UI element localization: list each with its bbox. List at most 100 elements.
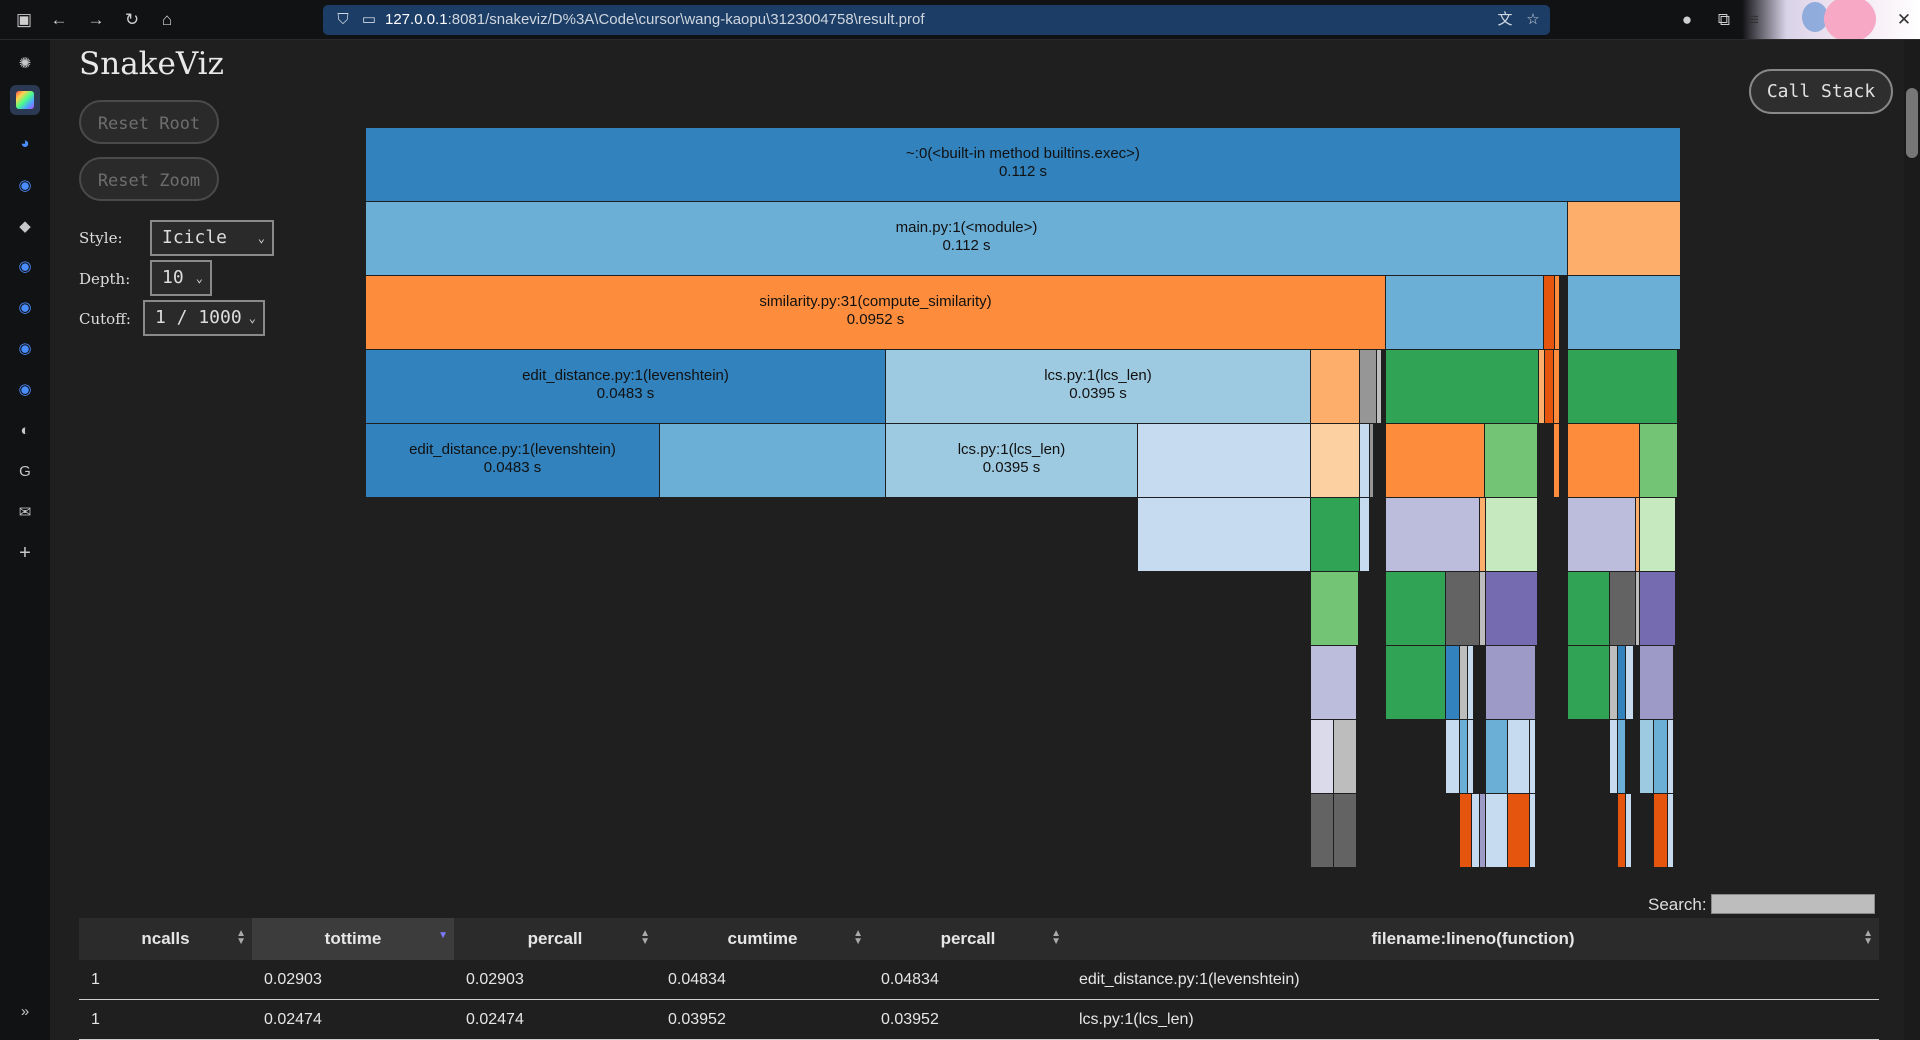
icicle-block[interactable] [1530, 794, 1536, 868]
icicle-block[interactable] [1640, 572, 1676, 646]
icicle-block[interactable] [1508, 720, 1530, 794]
icicle-block[interactable] [1568, 646, 1610, 720]
icicle-block[interactable] [1568, 350, 1678, 424]
icicle-block[interactable] [1640, 646, 1674, 720]
icicle-block[interactable] [1460, 794, 1472, 868]
reset-zoom-button[interactable]: Reset Zoom [79, 157, 219, 201]
table-row[interactable]: 1 0.02474 0.02474 0.03952 0.03952 lcs.py… [79, 999, 1879, 1040]
icicle-block[interactable] [1472, 794, 1480, 868]
icicle-block[interactable] [1370, 424, 1374, 498]
page-scrollbar[interactable] [1904, 40, 1920, 1040]
github-icon[interactable]: ◐ [20, 422, 30, 439]
icicle-block[interactable] [1468, 720, 1474, 794]
icicle-block[interactable] [1568, 202, 1681, 276]
icicle-block[interactable]: main.py:1(<module>)0.112 s [366, 202, 1568, 276]
icicle-block[interactable] [1486, 498, 1538, 572]
icicle-block[interactable] [1311, 350, 1360, 424]
icicle-block[interactable] [1618, 646, 1626, 720]
extensions-icon[interactable]: ⧉ [1717, 10, 1731, 29]
icicle-block[interactable] [1555, 276, 1560, 350]
icicle-block[interactable] [1545, 350, 1554, 424]
col-cumtime-header[interactable]: cumtime▲▼ [656, 918, 869, 960]
icicle-block[interactable] [1568, 276, 1681, 350]
favorite-star-icon[interactable]: ☆ [1526, 11, 1540, 28]
icicle-block[interactable] [1311, 424, 1360, 498]
icicle-block[interactable] [1480, 572, 1486, 646]
icicle-block[interactable] [1311, 646, 1357, 720]
chatgpt-icon[interactable]: ✺ [18, 55, 32, 72]
icicle-block[interactable] [1468, 646, 1474, 720]
icicle-block[interactable] [1554, 350, 1560, 424]
icicle-block[interactable] [1485, 424, 1538, 498]
app-gradient-icon[interactable] [10, 85, 40, 115]
profile-icon[interactable]: ● [1681, 10, 1693, 29]
icicle-block[interactable] [1530, 720, 1536, 794]
icicle-block[interactable] [1640, 498, 1676, 572]
reset-root-button[interactable]: Reset Root [79, 100, 219, 144]
translate-icon[interactable]: 文 [1497, 11, 1513, 28]
icicle-block[interactable] [1360, 498, 1370, 572]
icicle-block[interactable]: edit_distance.py:1(levenshtein)0.0483 s [366, 350, 886, 424]
icicle-block[interactable] [1626, 646, 1634, 720]
icicle-block[interactable] [1386, 498, 1480, 572]
icicle-block[interactable] [1636, 572, 1640, 646]
icicle-block[interactable] [1568, 572, 1610, 646]
icicle-block[interactable] [1311, 498, 1360, 572]
icicle-block[interactable] [1446, 720, 1460, 794]
icicle-block[interactable] [1446, 572, 1480, 646]
icicle-block[interactable] [1654, 794, 1668, 868]
icicle-block[interactable]: lcs.py:1(lcs_len)0.0395 s [886, 350, 1311, 424]
reload-icon[interactable]: ↻ [124, 10, 140, 29]
expand-sidebar-icon[interactable]: » [20, 1003, 30, 1020]
icicle-block[interactable] [1610, 646, 1618, 720]
edge-icon[interactable]: ◉ [18, 381, 32, 398]
shield-icon[interactable]: ⛉ [337, 11, 349, 28]
icicle-block[interactable] [1486, 572, 1538, 646]
url-text[interactable]: 127.0.0.1:8081/snakeviz/D%3A\Code\cursor… [385, 11, 925, 28]
add-icon[interactable]: + [19, 542, 31, 564]
col-function-header[interactable]: filename:lineno(function)▲▼ [1067, 918, 1879, 960]
icicle-block[interactable] [1668, 720, 1674, 794]
close-window-icon[interactable]: ✕ [1896, 10, 1912, 29]
col-percall-header[interactable]: percall▲▼ [454, 918, 656, 960]
icicle-block[interactable] [1544, 276, 1555, 350]
icicle-block[interactable] [1138, 498, 1311, 572]
icicle-block[interactable] [1626, 794, 1632, 868]
page-scrollbar-thumb[interactable] [1906, 88, 1918, 158]
edge-icon[interactable]: ◉ [18, 258, 32, 275]
icicle-block[interactable] [1480, 498, 1486, 572]
icicle-block[interactable] [1480, 794, 1486, 868]
icicle-block[interactable] [1386, 424, 1485, 498]
icicle-block[interactable] [1386, 572, 1446, 646]
color-app-icon[interactable]: ◕ [20, 135, 30, 152]
icicle-block[interactable] [1568, 498, 1636, 572]
icicle-block[interactable]: edit_distance.py:1(levenshtein)0.0483 s [366, 424, 660, 498]
forward-icon[interactable]: → [87, 10, 105, 29]
icicle-block[interactable] [1618, 720, 1626, 794]
sidebar-toggle-icon[interactable]: ▣ [15, 10, 33, 29]
icicle-block[interactable] [1311, 794, 1334, 868]
mail-icon[interactable]: ✉ [18, 504, 32, 521]
icicle-block[interactable] [1636, 498, 1640, 572]
icicle-block[interactable] [1610, 572, 1636, 646]
back-icon[interactable]: ← [50, 10, 68, 29]
icicle-block[interactable] [1360, 350, 1377, 424]
icicle-block[interactable] [1360, 424, 1370, 498]
cube-icon[interactable]: ◆ [19, 218, 31, 235]
col-tottime-header[interactable]: tottime▼ [252, 918, 454, 960]
icicle-block[interactable]: ~:0(<built-in method builtins.exec>)0.11… [366, 128, 1681, 202]
icicle-block[interactable] [1539, 350, 1545, 424]
depth-select[interactable]: 10⌄ [150, 260, 212, 296]
icicle-block[interactable] [1640, 424, 1678, 498]
icicle-block[interactable] [1486, 646, 1536, 720]
home-icon[interactable]: ⌂ [161, 10, 173, 29]
edge-icon[interactable]: ◉ [18, 177, 32, 194]
icicle-block[interactable] [1618, 794, 1626, 868]
icicle-block[interactable] [660, 424, 886, 498]
icicle-block[interactable] [1610, 720, 1618, 794]
icicle-block[interactable] [1668, 794, 1674, 868]
col-ncalls-header[interactable]: ncalls▲▼ [79, 918, 252, 960]
icicle-block[interactable] [1386, 350, 1539, 424]
icicle-block[interactable] [1386, 276, 1544, 350]
icicle-block[interactable] [1654, 720, 1668, 794]
